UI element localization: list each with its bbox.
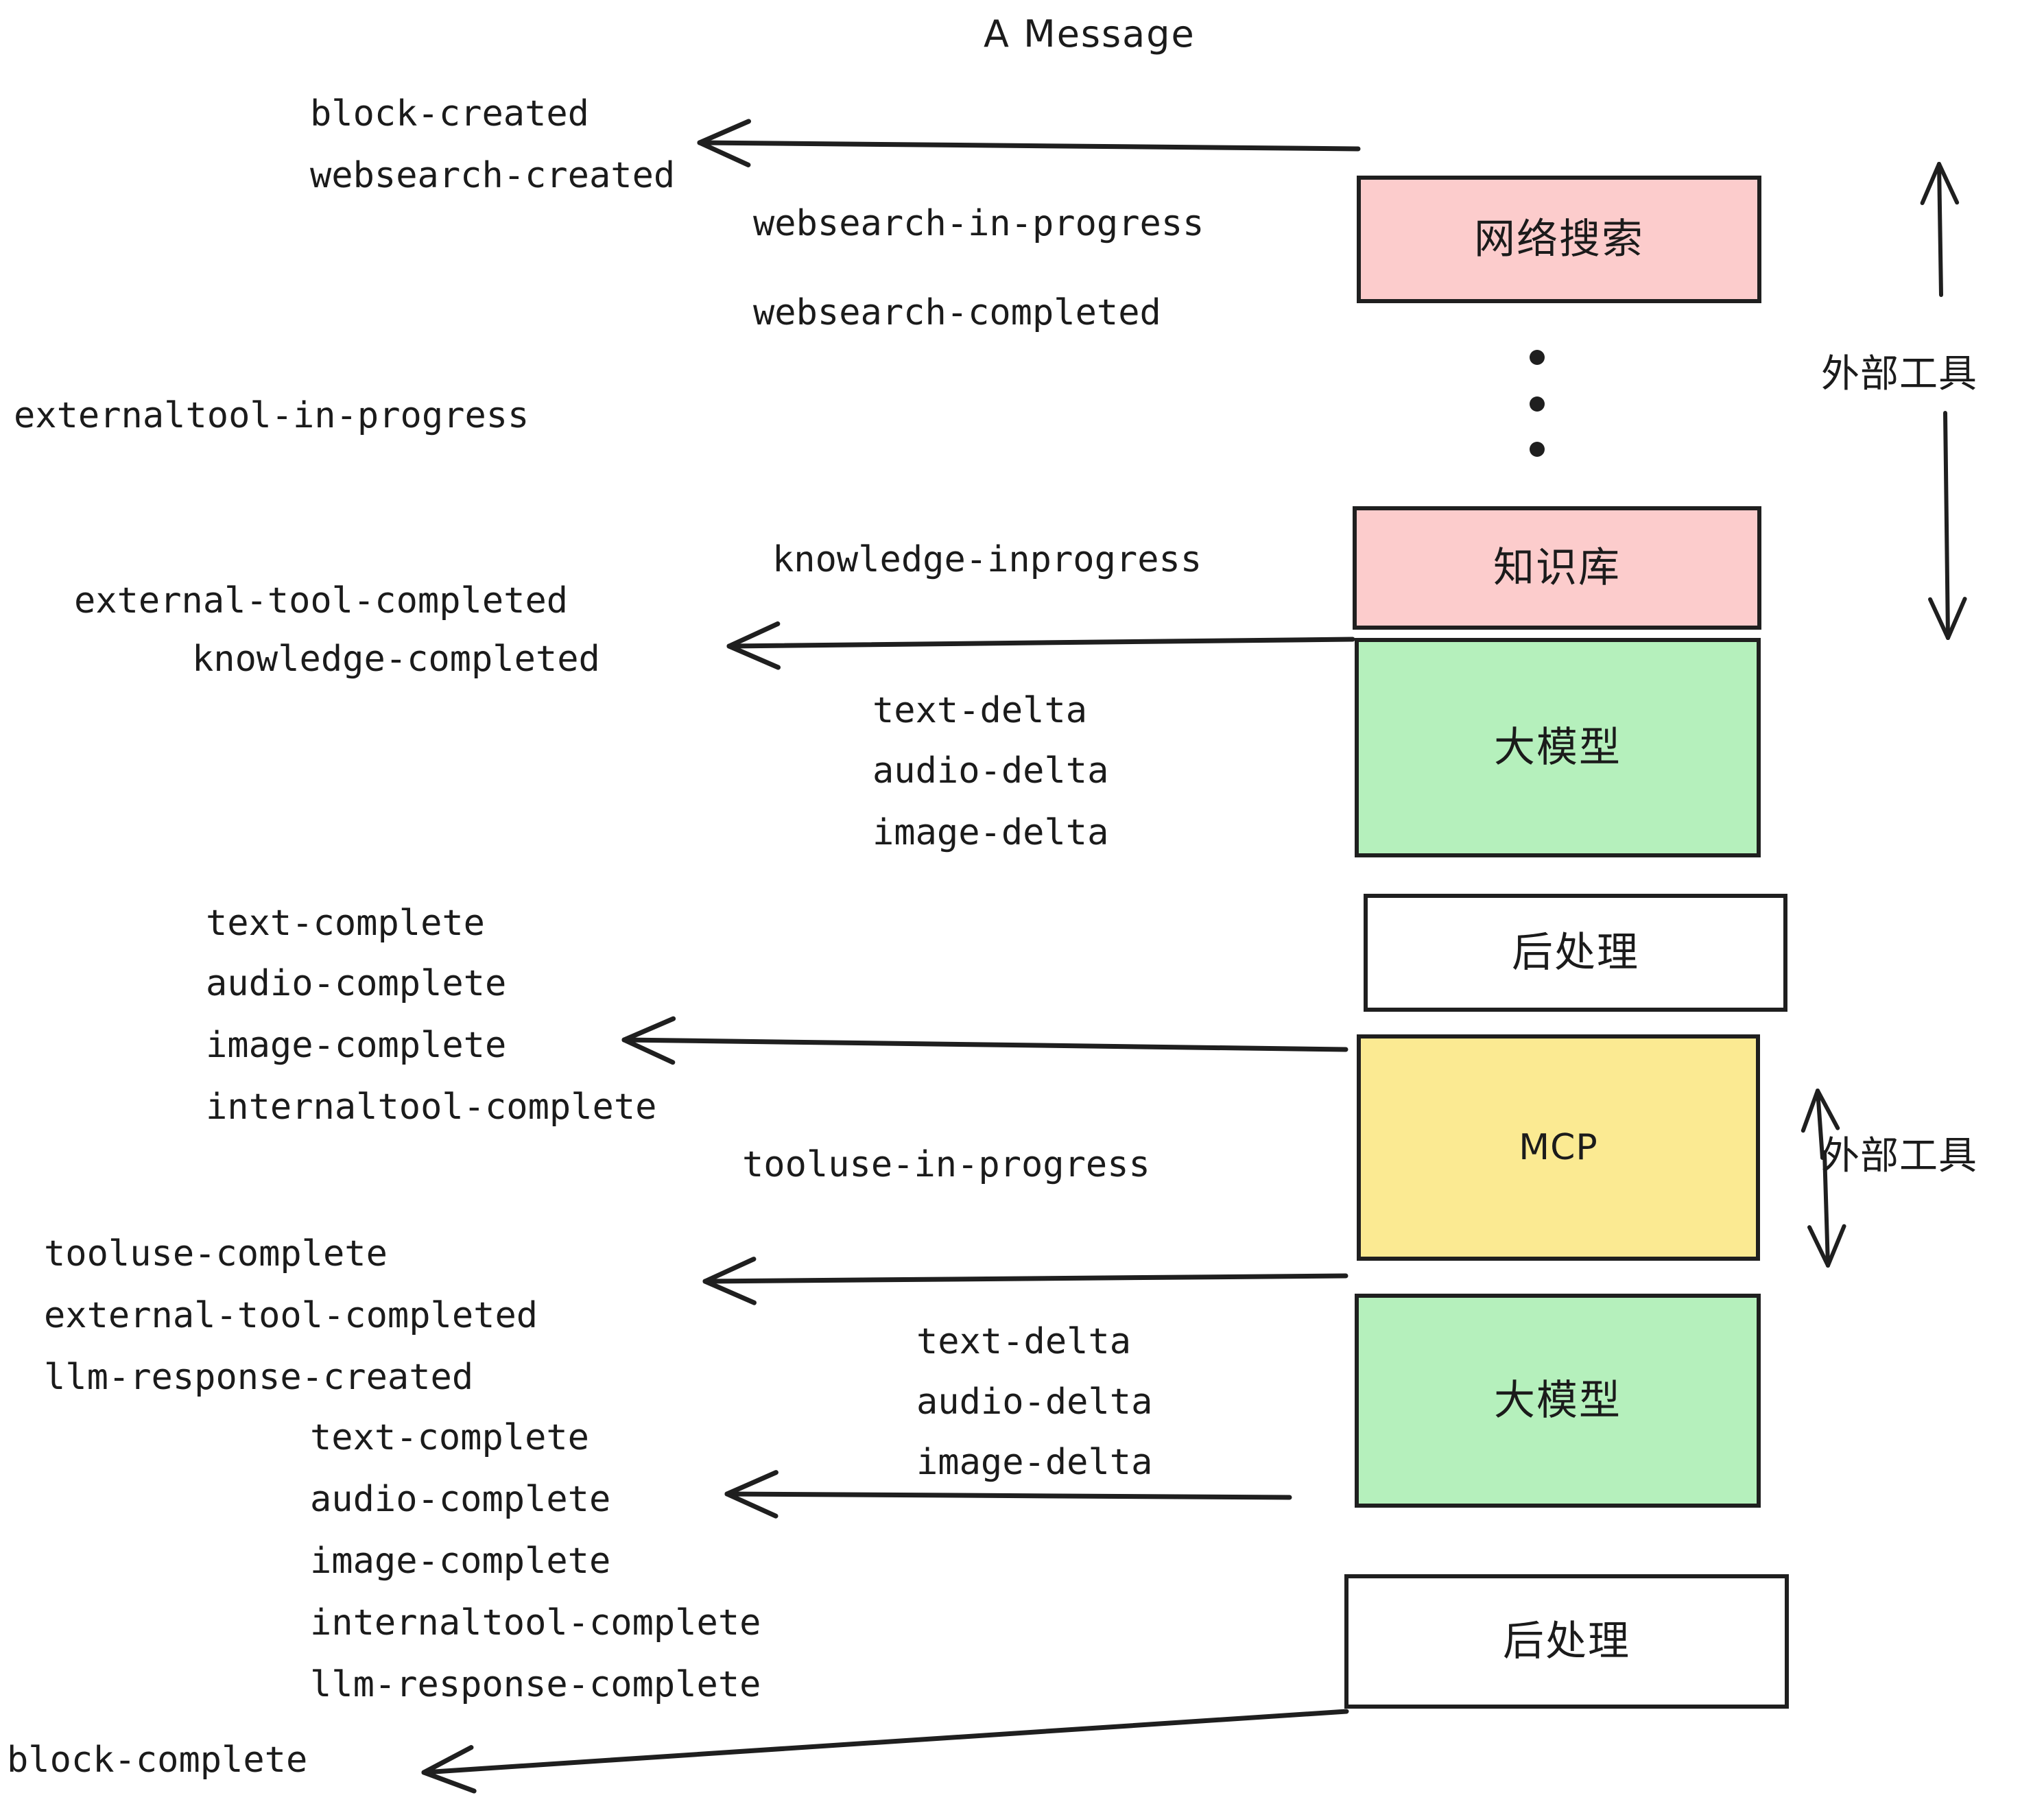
event-label-block-created: block-created (310, 93, 589, 134)
event-label-websearch-in-progress: websearch-in-progress (753, 203, 1204, 244)
diagram-title: A Message (984, 12, 1196, 56)
event-label-image-complete-2: image-complete (310, 1541, 611, 1582)
node-label-mcp: MCP (1519, 1127, 1598, 1168)
event-label-externaltool-in-progress: externaltool-in-progress (14, 395, 530, 436)
event-label-block-complete: block-complete (7, 1740, 308, 1781)
event-label-tooluse-complete: tooluse-complete (44, 1233, 388, 1274)
side-label-external-tool-top: 外部工具 (1821, 352, 1977, 396)
event-label-llm-response-created: llm-response-created (44, 1357, 474, 1398)
event-label-internaltool-complete-2: internaltool-complete (310, 1602, 761, 1643)
node-post-top[interactable]: 后处理 (1364, 894, 1787, 1012)
node-label-knowledge: 知识库 (1493, 544, 1621, 592)
event-label-knowledge-completed: knowledge-completed (192, 639, 600, 680)
arrow-block-complete (421, 1709, 1349, 1794)
arrow-external-up-top (1920, 162, 1960, 297)
event-label-knowledge-inprogress: knowledge-inprogress (772, 539, 1202, 580)
node-websearch[interactable]: 网络搜索 (1357, 176, 1761, 303)
node-llm-bottom[interactable]: 大模型 (1355, 1294, 1761, 1508)
event-label-audio-complete-1: audio-complete (206, 963, 507, 1004)
event-label-text-complete-1: text-complete (206, 903, 485, 944)
ellipsis-dot-icon-2 (1530, 396, 1545, 412)
event-label-audio-delta-1: audio-delta (872, 750, 1109, 792)
node-label-llm-bottom: 大模型 (1494, 1377, 1621, 1425)
node-knowledge[interactable]: 知识库 (1353, 506, 1761, 630)
event-label-internaltool-complete-1: internaltool-complete (206, 1087, 657, 1128)
node-post-bottom[interactable]: 后处理 (1344, 1574, 1789, 1709)
arrow-image-complete (621, 1016, 1348, 1065)
event-label-tooluse-in-progress: tooluse-in-progress (742, 1144, 1150, 1185)
side-label-external-tool-bottom: 外部工具 (1821, 1134, 1977, 1178)
arrow-external-down-top (1928, 411, 1967, 640)
event-label-external-tool-completed-2: external-tool-completed (44, 1295, 538, 1336)
node-mcp[interactable]: MCP (1357, 1034, 1760, 1261)
node-label-post-bottom: 后处理 (1503, 1617, 1630, 1665)
node-label-websearch: 网络搜索 (1474, 215, 1644, 263)
event-label-websearch-created: websearch-created (310, 155, 676, 196)
event-label-text-complete-2: text-complete (310, 1417, 589, 1458)
arrow-tooluse-complete (702, 1257, 1348, 1305)
arrow-knowledge-completed (726, 621, 1355, 670)
event-label-text-delta-1: text-delta (872, 690, 1088, 731)
arrow-block-created (697, 119, 1361, 167)
event-label-llm-response-complete: llm-response-complete (310, 1664, 761, 1705)
event-label-image-complete-1: image-complete (206, 1025, 507, 1066)
event-label-websearch-completed: websearch-completed (753, 292, 1161, 333)
ellipsis-dot-icon-3 (1530, 442, 1545, 457)
ellipsis-dot-icon-1 (1530, 350, 1545, 365)
event-label-audio-complete-2: audio-complete (310, 1479, 611, 1520)
event-label-image-delta-1: image-delta (872, 812, 1109, 853)
node-label-llm-top: 大模型 (1494, 724, 1621, 772)
event-label-text-delta-2: text-delta (916, 1321, 1132, 1362)
event-label-image-delta-2: image-delta (916, 1442, 1153, 1483)
event-label-audio-delta-2: audio-delta (916, 1381, 1153, 1423)
event-label-external-tool-completed-1: external-tool-completed (74, 580, 569, 621)
node-llm-top[interactable]: 大模型 (1355, 638, 1761, 857)
node-label-post-top: 后处理 (1512, 929, 1639, 977)
